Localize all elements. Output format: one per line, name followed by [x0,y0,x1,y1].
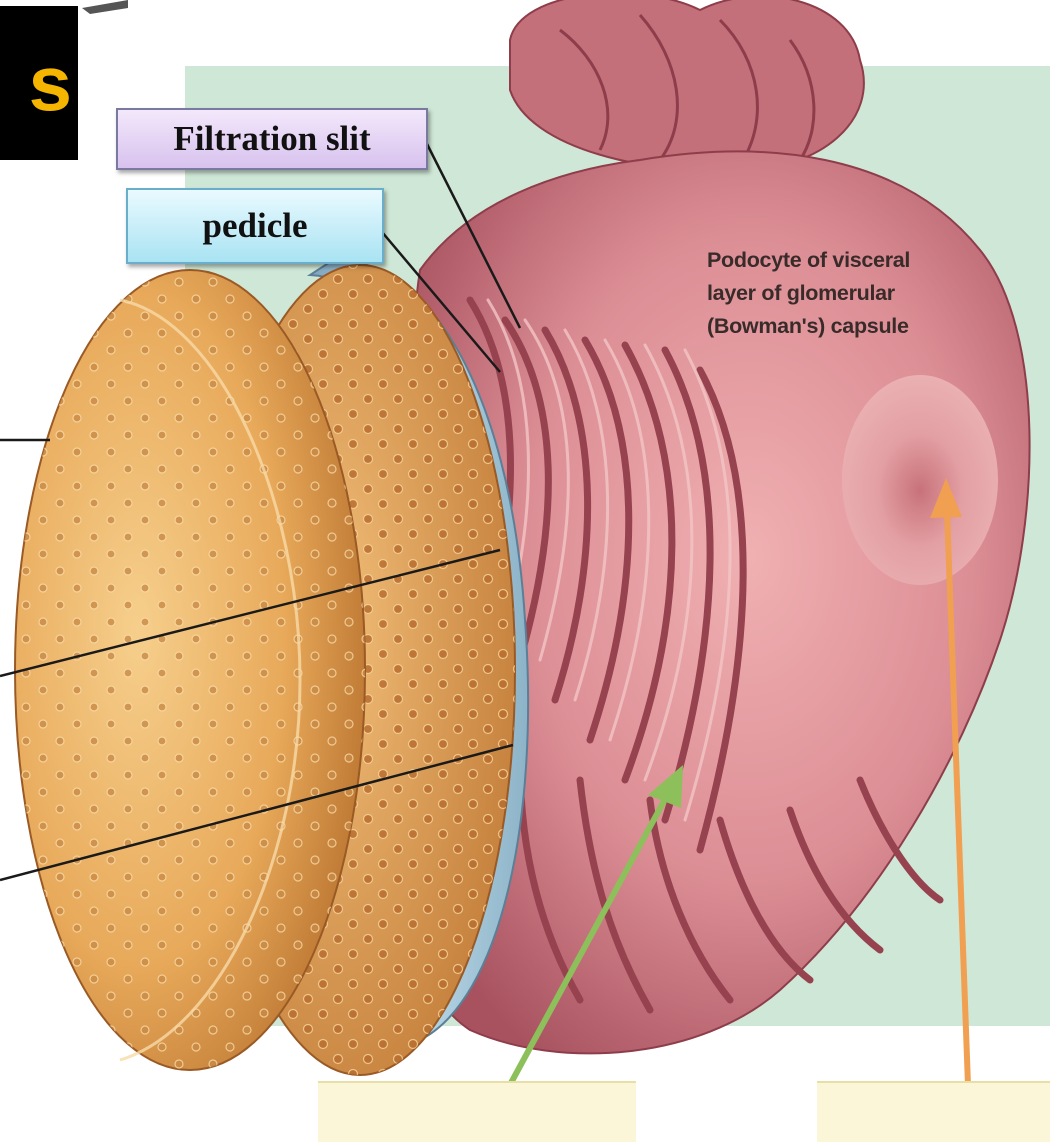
filtration-slit-label: Filtration slit [173,119,370,158]
answer-box-right [817,1081,1050,1142]
podocyte-nucleus-bulge [842,375,998,585]
pedicle-callout: pedicle [126,188,384,264]
cropped-mark [82,0,128,14]
cropped-title-text: s [29,39,72,127]
answer-box-left [318,1081,636,1142]
fenestrated-endothelium [15,265,515,1075]
filtration-slit-callout: Filtration slit [116,108,428,170]
podocyte-label-line-2: layer of glomerular [707,277,1027,310]
podocyte-label: Podocyte of visceral layer of glomerular… [707,244,1027,343]
podocyte-label-line-1: Podocyte of visceral [707,244,1027,277]
pedicle-label: pedicle [203,206,308,245]
cropped-title-box: s [0,6,78,160]
podocyte-label-line-3: (Bowman's) capsule [707,310,1027,343]
